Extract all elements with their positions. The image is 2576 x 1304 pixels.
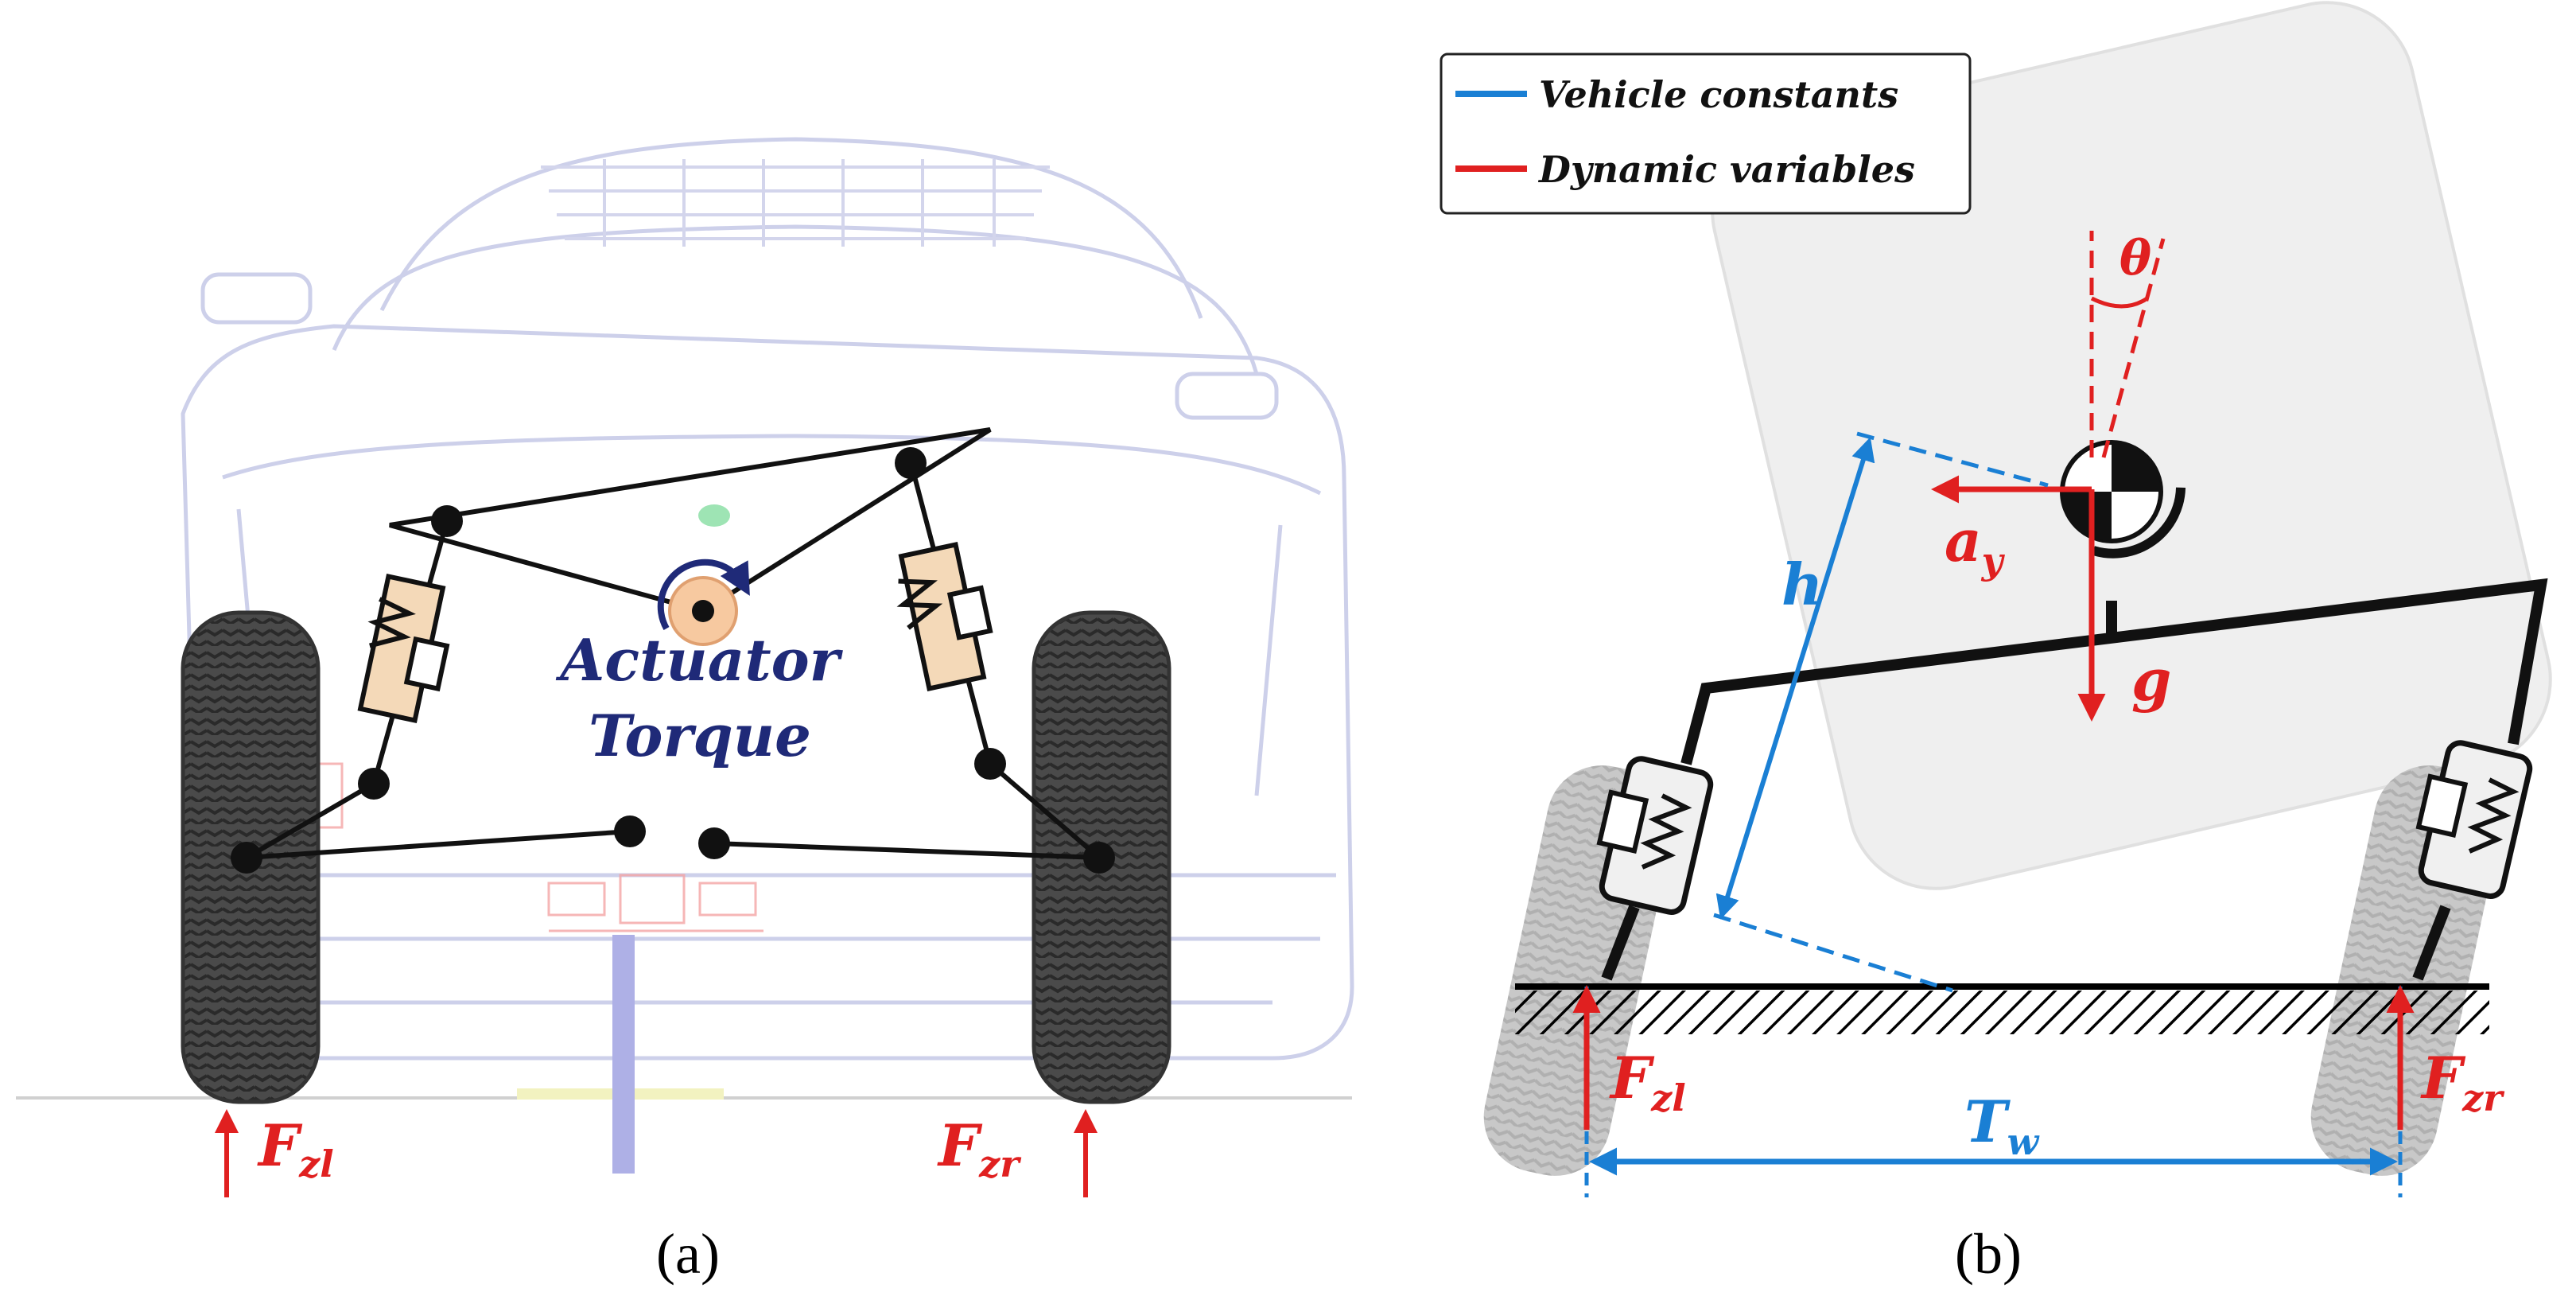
legend-label-constants: Vehicle constants bbox=[1539, 73, 1898, 116]
legend-label-dynamic: Dynamic variables bbox=[1537, 148, 1915, 191]
force-label-right-b: Fzr bbox=[2420, 1044, 2505, 1119]
h-ref-top bbox=[1856, 431, 2049, 488]
actuator-label-line1: Actuator bbox=[555, 626, 843, 694]
panel-a: Actuator Torque Fzl Fzr (a) bbox=[16, 137, 1354, 1286]
hood-vents bbox=[541, 159, 1050, 247]
panel-b: Vehicle constants Dynamic variables bbox=[1440, 1, 2552, 1286]
g-label: g bbox=[2131, 646, 2171, 714]
theta-tilted bbox=[2101, 238, 2166, 458]
force-label-left-a: Fzl bbox=[257, 1111, 334, 1185]
theta-arc bbox=[2090, 296, 2149, 309]
ground-hatch bbox=[1515, 991, 2489, 1034]
actuator-label-line2: Torque bbox=[589, 702, 811, 769]
caption-b: (b) bbox=[1955, 1222, 2022, 1286]
frame bbox=[1680, 578, 2548, 765]
car-body-outline bbox=[181, 137, 1354, 1061]
h-arrow bbox=[1715, 437, 1875, 920]
shock-absorber-left bbox=[357, 574, 450, 723]
legend: Vehicle constants Dynamic variables bbox=[1440, 53, 1972, 215]
force-label-right-a: Fzr bbox=[937, 1111, 1022, 1185]
cg-symbol bbox=[2060, 440, 2186, 559]
actuator-icon bbox=[657, 559, 750, 646]
strut-right bbox=[2412, 740, 2533, 981]
cog-marker bbox=[698, 504, 730, 527]
joints bbox=[231, 447, 1115, 874]
h-ref-bottom bbox=[1713, 913, 1953, 993]
shock-absorber-right bbox=[896, 542, 993, 691]
suspension-linkage bbox=[245, 427, 1101, 860]
strut-left bbox=[1596, 756, 1714, 981]
force-label-left-b: Fzl bbox=[1609, 1044, 1686, 1119]
theta-label: θ bbox=[2119, 231, 2151, 286]
caption-a: (a) bbox=[656, 1222, 720, 1286]
tw-label: Tw bbox=[1964, 1088, 2040, 1163]
h-label: h bbox=[1781, 551, 1823, 618]
vertical-post bbox=[612, 935, 635, 1174]
ay-label: ay bbox=[1945, 507, 2006, 582]
